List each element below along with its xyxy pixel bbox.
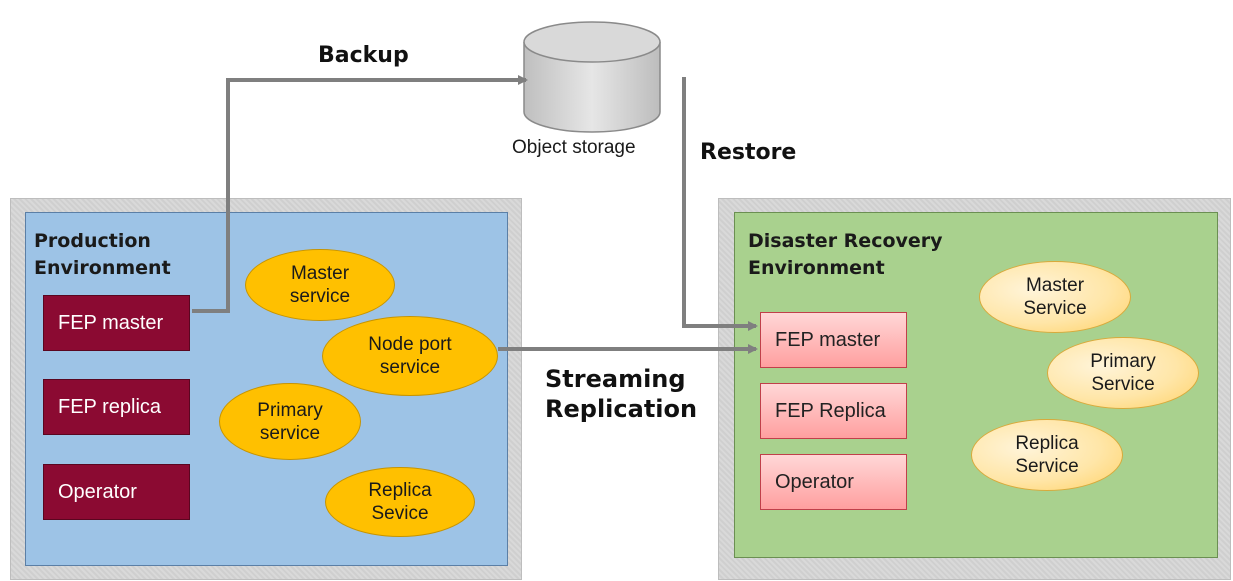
object-storage-cylinder-icon	[523, 21, 661, 133]
restore-arrow	[682, 77, 758, 331]
streaming-replication-label: Streaming Replication	[545, 365, 698, 423]
prod-fep-replica-box: FEP replica	[43, 379, 190, 435]
backup-arrow	[192, 75, 528, 313]
restore-label: Restore	[700, 140, 797, 165]
object-storage-label: Object storage	[512, 137, 636, 158]
prod-master-service: Master service	[245, 249, 395, 321]
backup-label: Backup	[318, 43, 409, 68]
dr-fep-master-box: FEP master	[760, 312, 907, 368]
dr-primary-service: Primary Service	[1047, 337, 1199, 409]
prod-replica-service: Replica Sevice	[325, 467, 475, 537]
prod-fep-master-box: FEP master	[43, 295, 190, 351]
dr-operator-box: Operator	[760, 454, 907, 510]
dr-fep-replica-box: FEP Replica	[760, 383, 907, 439]
prod-operator-box: Operator	[43, 464, 190, 520]
dr-replica-service: Replica Service	[971, 419, 1123, 491]
prod-primary-service: Primary service	[219, 383, 361, 460]
prod-node-port-service: Node port service	[322, 316, 498, 396]
dr-master-service: Master Service	[979, 261, 1131, 333]
dr-environment-title: Disaster Recovery Environment	[748, 230, 943, 279]
production-environment-title: Production Environment	[34, 230, 171, 279]
